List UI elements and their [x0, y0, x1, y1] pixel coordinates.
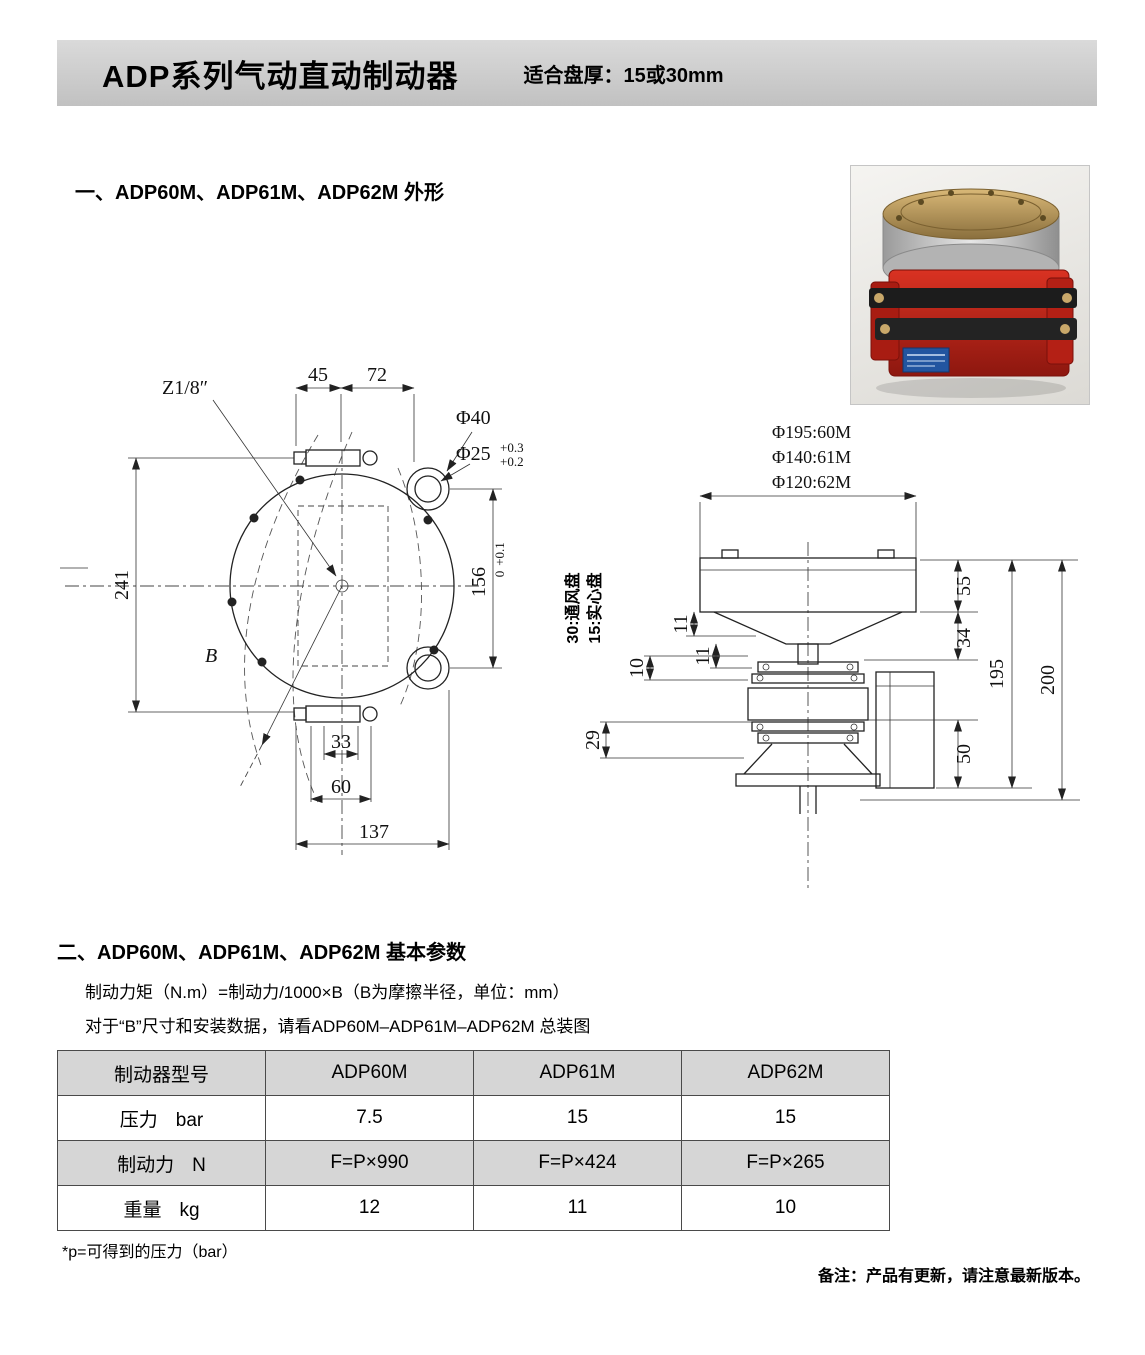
phi-label-60m: Φ195:60M	[772, 422, 851, 442]
phi-label-62m: Φ120:62M	[772, 472, 851, 492]
dim-B: B	[205, 645, 217, 667]
row-unit: bar	[175, 1109, 204, 1131]
dim-phi40: Φ40	[456, 407, 491, 429]
cell-force-adp62m: F=P×265	[681, 1140, 890, 1186]
version-remark: 备注：产品有更新，请注意最新版本。	[818, 1268, 1091, 1285]
dim-phi25-tol-bottom: +0.2	[500, 454, 524, 469]
product-photo-illustration	[869, 188, 1077, 398]
dim-137: 137	[359, 821, 389, 843]
table-header-adp62m: ADP62M	[681, 1050, 890, 1096]
reference-note: 对于“B”尺寸和安装数据，请看ADP60M–ADP61M–ADP62M 总装图	[85, 1017, 591, 1036]
section2-heading: 二、ADP60M、ADP61M、ADP62M 基本参数	[57, 942, 466, 964]
disc-thickness-note: 适合盘厚：15或30mm	[523, 64, 724, 87]
dim-phi25: Φ25	[456, 443, 491, 465]
table-header-adp61m: ADP61M	[473, 1050, 682, 1096]
dim-241: 241	[111, 570, 133, 600]
parameters-table: 制动器型号 ADP60M ADP61M ADP62M 压力 bar 7.5 15 …	[57, 1050, 890, 1231]
dim-156: 156	[468, 567, 490, 597]
front-view: 45 72 Z1/8″ Φ40 Φ25 +0.3 +0.2 156 +0.1 0…	[60, 364, 524, 855]
row-unit: kg	[179, 1199, 200, 1221]
dim-55: 55	[953, 576, 975, 596]
row-name: 重量	[123, 1199, 162, 1221]
formula-note: 制动力矩（N.m）=制动力/1000×B（B为摩擦半径，单位：mm）	[85, 983, 570, 1002]
dim-156-tol-bottom: 0	[492, 571, 507, 578]
cell-force-adp60m: F=P×990	[265, 1140, 474, 1186]
row-label-weight: 重量 kg	[57, 1185, 266, 1231]
cell-force-adp61m: F=P×424	[473, 1140, 682, 1186]
phi-label-61m: Φ140:61M	[772, 447, 851, 467]
row-name: 压力	[119, 1109, 158, 1131]
dim-200: 200	[1037, 665, 1059, 695]
table-header-row: 制动器型号 ADP60M ADP61M ADP62M	[57, 1050, 890, 1096]
side-view: Φ195:60M Φ140:61M Φ120:62M 30:通风盘 15:实心盘…	[563, 422, 1080, 890]
disc-type-note-2: 15:实心盘	[585, 572, 604, 643]
table-header-adp60m: ADP60M	[265, 1050, 474, 1096]
dim-11b: 11	[692, 646, 714, 665]
table-row-pressure: 压力 bar 7.5 15 15	[57, 1095, 890, 1141]
table-header-model: 制动器型号	[57, 1050, 266, 1096]
row-name: 制动力	[117, 1154, 175, 1176]
dim-72: 72	[367, 364, 387, 386]
dim-34: 34	[953, 628, 975, 648]
cell-pressure-adp60m: 7.5	[265, 1095, 474, 1141]
cell-pressure-adp62m: 15	[681, 1095, 890, 1141]
dim-29: 29	[582, 730, 604, 750]
cell-weight-adp61m: 11	[473, 1185, 682, 1231]
table-row-force: 制动力 N F=P×990 F=P×424 F=P×265	[57, 1140, 890, 1186]
page-title: ADP系列气动直动制动器	[102, 58, 459, 94]
dim-50: 50	[953, 744, 975, 764]
dim-60: 60	[331, 776, 351, 798]
dim-156-tol-top: +0.1	[492, 542, 507, 566]
nameplate	[902, 347, 950, 373]
dim-45: 45	[308, 364, 328, 386]
dim-10: 10	[626, 658, 648, 678]
cell-weight-adp60m: 12	[265, 1185, 474, 1231]
brake-pads	[869, 288, 1077, 340]
cell-pressure-adp61m: 15	[473, 1095, 682, 1141]
section1-heading: 一、ADP60M、ADP61M、ADP62M 外形	[75, 182, 444, 204]
side-view-geometry	[600, 492, 1080, 890]
row-unit: N	[192, 1154, 206, 1176]
front-view-geometry	[60, 384, 502, 855]
table-row-weight: 重量 kg 12 11 10	[57, 1185, 890, 1231]
dim-11a: 11	[670, 614, 692, 633]
cell-weight-adp62m: 10	[681, 1185, 890, 1231]
photo-shadow	[876, 378, 1066, 398]
dim-33: 33	[331, 731, 351, 753]
title-bar: ADP系列气动直动制动器 适合盘厚：15或30mm	[57, 40, 1097, 106]
disc-type-note-1: 30:通风盘	[563, 572, 582, 643]
thread-label: Z1/8″	[162, 377, 208, 399]
row-label-force: 制动力 N	[57, 1140, 266, 1186]
dim-phi25-tol-top: +0.3	[500, 440, 524, 455]
pressure-footnote: *p=可得到的压力（bar）	[62, 1244, 238, 1261]
technical-drawings: 45 72 Z1/8″ Φ40 Φ25 +0.3 +0.2 156 +0.1 0…	[60, 364, 1080, 890]
product-photo	[850, 165, 1090, 405]
dim-195: 195	[986, 659, 1008, 689]
row-label-pressure: 压力 bar	[57, 1095, 266, 1141]
